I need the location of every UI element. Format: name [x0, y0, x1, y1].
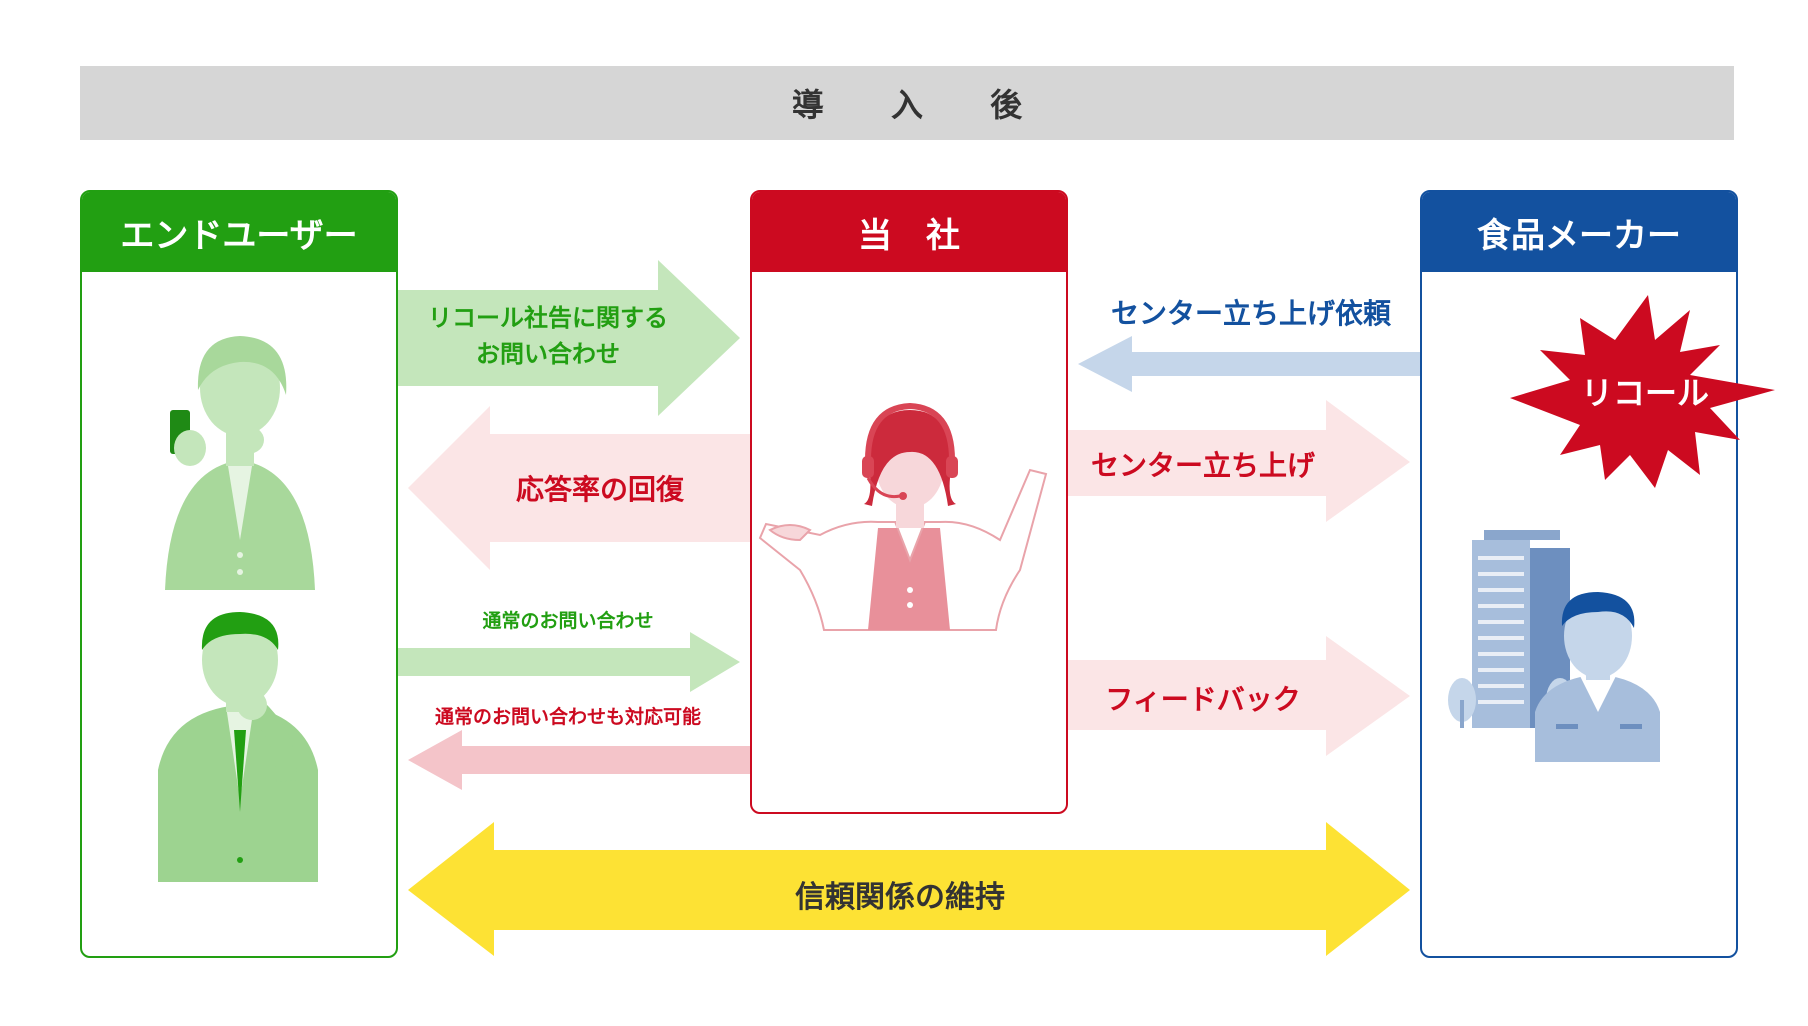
thinking-man-icon — [158, 612, 318, 882]
normal-support-arrow — [408, 730, 750, 790]
recall-burst-icon — [1510, 295, 1775, 488]
worker-icon — [1535, 592, 1660, 762]
center-request-arrow — [1078, 336, 1420, 392]
operator-headset-icon — [758, 402, 1048, 631]
normal-support-label: 通常のお問い合わせも対応可能 — [434, 706, 701, 728]
maker-title: 食品メーカー — [1422, 192, 1736, 272]
normal-inquiry-label: 通常のお問い合わせ — [482, 610, 654, 632]
feedback-label: フィードバック — [1105, 683, 1301, 716]
recall-inquiry-line2: お問い合わせ — [476, 340, 620, 368]
response-recovery-arrow — [408, 406, 750, 570]
page-banner: 導 入 後 — [80, 66, 1734, 140]
trust-arrow — [408, 822, 1410, 956]
recall-burst-label: リコール — [1580, 374, 1709, 412]
recall-inquiry-label: リコール社告に関する お問い合わせ — [398, 300, 698, 372]
center-launch-arrow — [1068, 400, 1410, 522]
end-user-title: エンドユーザー — [82, 192, 396, 272]
banner-title: 導 入 後 — [791, 86, 1051, 124]
response-recovery-label: 応答率の回復 — [515, 473, 684, 506]
recall-inquiry-line1: リコール社告に関する — [428, 304, 668, 332]
recall-inquiry-arrow — [398, 260, 740, 416]
feedback-arrow — [1068, 636, 1410, 756]
company-title: 当 社 — [752, 192, 1066, 272]
trust-label: 信頼関係の維持 — [795, 880, 1005, 915]
center-request-label: センター立ち上げ依頼 — [1110, 297, 1391, 330]
woman-with-phone-icon — [165, 336, 315, 590]
center-launch-label: センター立ち上げ — [1090, 449, 1315, 482]
normal-inquiry-arrow — [398, 632, 740, 692]
